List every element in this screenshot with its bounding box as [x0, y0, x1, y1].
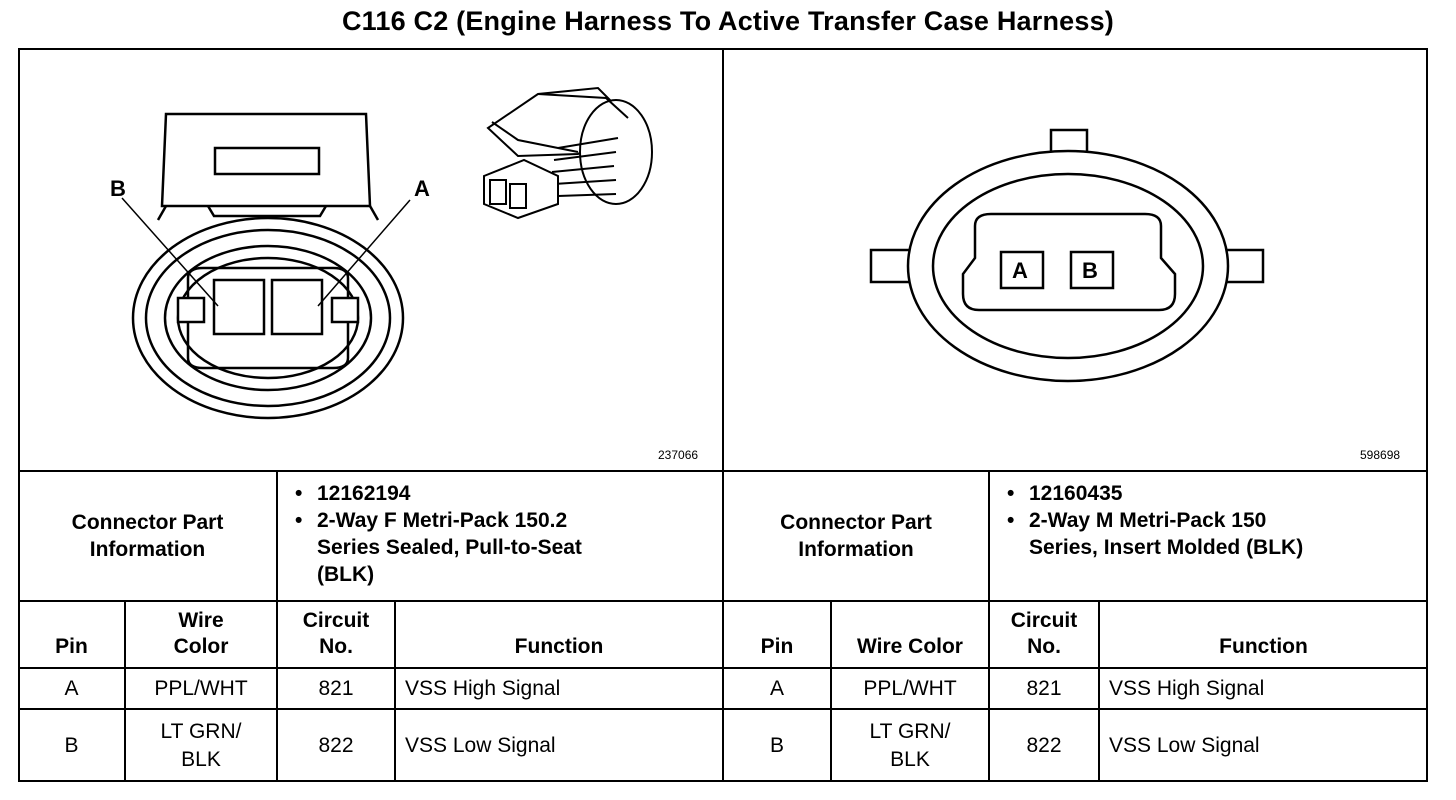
part-description-left: 2-Way F Metri-Pack 150.2 Series Sealed, …: [293, 507, 607, 588]
table-row-right-a-circuit: 821: [1026, 676, 1062, 700]
part-number-left: 12162194: [293, 480, 713, 507]
table-row-left-b-function: VSS Low Signal: [405, 733, 556, 757]
table-row-right-a-wire: PPL/WHT: [863, 676, 957, 700]
table-row-left-a-function: VSS High Signal: [405, 676, 561, 700]
header-circuit-left: Circuit No.: [302, 609, 370, 658]
table-row-left-b-circuit: 822: [318, 733, 354, 757]
table-row-left-a-wire: PPL/WHT: [154, 676, 248, 700]
header-function-left: Function: [514, 635, 604, 658]
table-row-right-b-function: VSS Low Signal: [1109, 733, 1260, 757]
page-title: C116 C2 (Engine Harness To Active Transf…: [341, 6, 1114, 36]
female-connector-drawing: B A: [110, 86, 653, 420]
pin-label-b-right: B: [1082, 258, 1098, 283]
pin-label-a-left: A: [414, 176, 430, 201]
part-description-right: 2-Way M Metri-Pack 150 Series, Insert Mo…: [1005, 507, 1309, 561]
header-circuit-right: Circuit No.: [1010, 609, 1078, 658]
header-wire-right: Wire Color: [857, 635, 963, 658]
part-info-label-right: Connector Part Information: [780, 511, 932, 561]
male-connector-drawing: A B: [869, 128, 1265, 383]
connector-isometric-icon: [483, 86, 653, 220]
header-function-right: Function: [1219, 635, 1308, 658]
table-row-left-b-pin: B: [64, 733, 79, 757]
part-details-left: 12162194 2-Way F Metri-Pack 150.2 Series…: [293, 480, 713, 598]
header-pin-left: Pin: [55, 635, 88, 658]
header-wire-left: Wire Color: [173, 609, 229, 658]
table-grid: [18, 48, 1428, 782]
part-details-right: 12160435 2-Way M Metri-Pack 150 Series, …: [1005, 480, 1425, 598]
part-info-label-left: Connector Part Information: [71, 511, 224, 561]
table-row-left-a-circuit: 821: [318, 676, 354, 700]
table-row-right-b-pin: B: [769, 733, 784, 757]
table-row-left-a-pin: A: [64, 676, 79, 700]
table-row-right-a-function: VSS High Signal: [1109, 676, 1265, 700]
image-id-right: 598698: [1360, 448, 1401, 462]
table-row-right-a-pin: A: [769, 676, 784, 700]
image-id-left: 237066: [658, 448, 699, 462]
table-row-left-b-wire: LT GRN/ BLK: [160, 719, 242, 771]
part-number-right: 12160435: [1005, 480, 1425, 507]
table-row-right-b-circuit: 822: [1026, 733, 1062, 757]
table-row-right-b-wire: LT GRN/ BLK: [869, 719, 951, 771]
pin-label-a-right: A: [1012, 258, 1028, 283]
connector-table: B A 237066 A B 598698: [18, 48, 1428, 782]
header-pin-right: Pin: [760, 635, 794, 658]
pin-label-b-left: B: [110, 176, 126, 201]
